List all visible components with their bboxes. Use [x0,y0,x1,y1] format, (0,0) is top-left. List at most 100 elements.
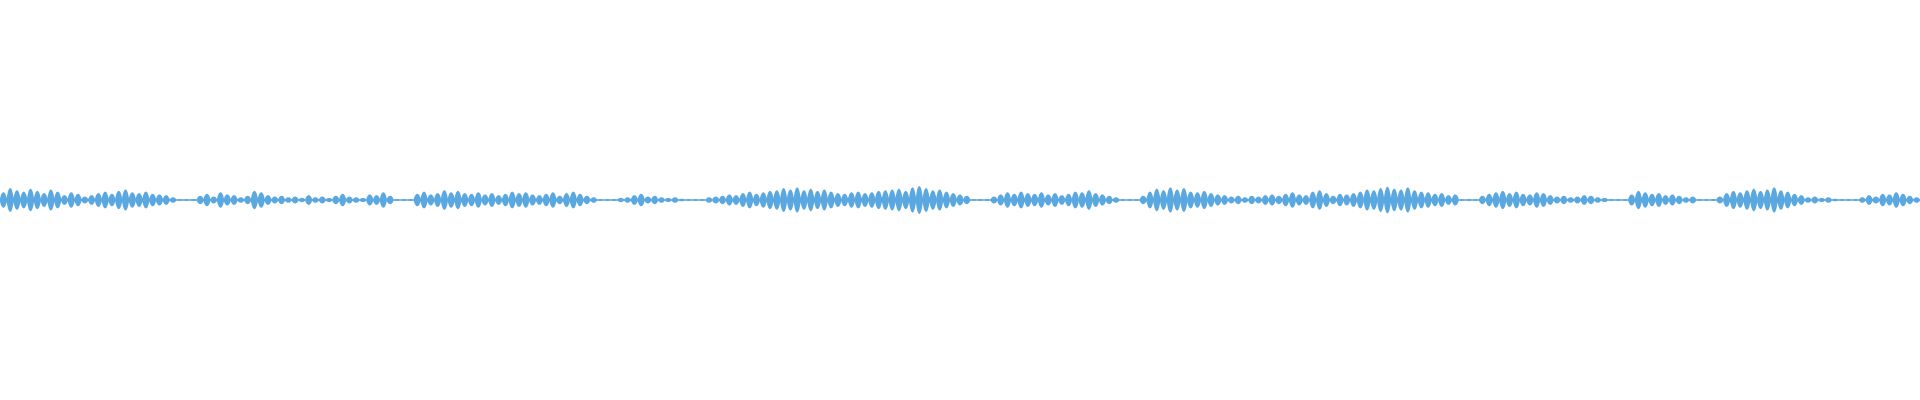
waveform-peak [1383,186,1392,214]
waveform-peak [1030,193,1039,207]
waveform-peak [237,197,245,203]
waveform-peak [1770,187,1778,213]
waveform-peak [1899,193,1907,207]
waveform-peak [1716,196,1724,204]
waveform-peak [345,196,354,204]
waveform-peak [257,192,265,208]
waveform-peak [366,194,374,206]
waveform-peak [929,190,937,210]
waveform-peak [311,197,320,203]
waveform-peak [745,191,754,209]
waveform-peak [1471,199,1480,201]
waveform-peak [630,195,639,205]
waveform-peak [53,191,62,209]
waveform-peak [6,188,14,212]
waveform-peak [1098,194,1107,206]
waveform-peak [1804,197,1812,203]
waveform-peak [942,191,951,209]
waveform-peak [1560,195,1568,205]
waveform-peak [1797,195,1806,205]
waveform-peak [196,195,204,205]
waveform-peak [623,197,632,203]
waveform-peak [1254,196,1263,204]
waveform-peak [298,197,306,203]
waveform-peak [691,199,700,201]
waveform-peak [264,195,272,205]
waveform-peak [800,190,808,210]
waveform-peak [1112,197,1120,203]
waveform-peak [1024,193,1032,207]
waveform-peak [338,193,347,207]
waveform-peak [1648,193,1656,207]
waveform-peak [1397,189,1405,211]
waveform-peak [1173,189,1181,211]
waveform-peak [1424,192,1432,208]
waveform-peak [1878,193,1887,207]
waveform-peak [1322,193,1331,207]
waveform-peak [1865,195,1873,205]
waveform-peak [1437,193,1446,207]
waveform-peak [1370,190,1378,210]
waveform-peak [854,191,862,209]
waveform-peak [406,199,415,201]
waveform-peak [1186,191,1195,209]
waveform-peak [861,193,869,207]
waveform-peak [976,199,985,201]
waveform-peak [162,195,170,205]
waveform-peak [739,193,747,207]
waveform-peak [1458,199,1466,201]
waveform-peak [908,187,917,213]
waveform-peak [108,193,116,207]
waveform-peak [121,189,130,211]
waveform-peak [216,192,225,208]
waveform-peak [1661,195,1670,205]
waveform-peak [779,188,788,212]
waveform-peak [40,193,48,207]
waveform-peak [528,194,537,206]
waveform-peak [454,190,462,210]
waveform-peak [135,193,143,207]
waveform-peak [603,199,611,201]
waveform-peak [990,196,998,204]
waveform-peak [1410,190,1419,210]
waveform-peak [494,195,503,205]
waveform-peak [583,195,591,205]
waveform-peak [1159,190,1168,210]
waveform-peak [223,194,232,206]
waveform-peak [535,195,544,205]
waveform-peak [1288,192,1297,208]
waveform-peak [1125,199,1134,201]
waveform-peak [732,195,740,205]
waveform-peak [379,192,388,208]
waveform-peak [461,193,469,207]
waveform-peak [1146,191,1154,209]
waveform-peak [1275,195,1283,205]
waveform-peak [47,189,55,211]
waveform-peak [847,192,856,208]
waveform-peak [1539,193,1548,207]
waveform-peak [1261,195,1270,205]
waveform-peak [1356,191,1365,209]
waveform-peak [1872,196,1880,204]
waveform-peak [1058,195,1066,205]
waveform-peak [488,193,496,207]
waveform-peak [549,192,557,208]
waveform-peak [94,193,103,207]
waveform-peak [81,196,89,204]
waveform-peak [1845,199,1853,201]
waveform-peak [399,199,408,201]
waveform-peak [712,196,720,204]
waveform-peak [596,199,605,201]
waveform-peak [1309,191,1317,209]
waveform-peak [1729,190,1738,210]
waveform-peak [1132,199,1141,201]
waveform-peak [1532,192,1541,208]
waveform-peak [1180,188,1188,212]
waveform-peak [1641,192,1649,208]
waveform-peak [230,195,238,205]
waveform-peak [60,195,69,205]
waveform-peak [1702,199,1711,201]
waveform-peak [1627,194,1636,206]
